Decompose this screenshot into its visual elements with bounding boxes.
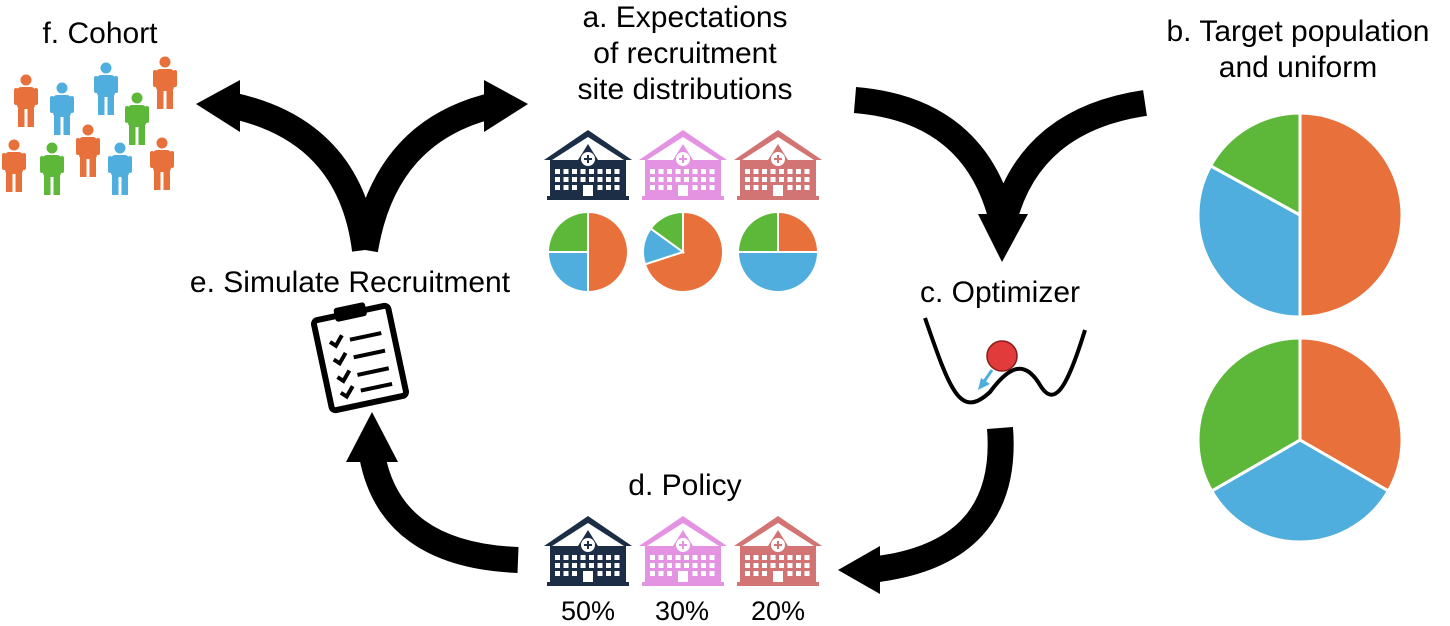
label-simulate: e. Simulate Recruitment (189, 266, 511, 299)
policy-hospital-site-2-icon (639, 516, 727, 586)
pie-slice-orange (587, 210, 629, 294)
optimizer-ball (986, 340, 1018, 372)
expectation-hospital-site-1-icon (544, 130, 632, 200)
pie-slice-orange (1298, 336, 1404, 494)
person-icon (40, 142, 64, 195)
pie-slice-green (1208, 111, 1302, 218)
arrowhead-expectations (484, 80, 528, 132)
person-icon (150, 137, 174, 190)
person-icon (94, 62, 118, 115)
label-expectations-line1: a. Expectations (582, 1, 788, 34)
arrow-expectations-to-optimizer (853, 87, 1015, 224)
label-expectations-line2: of recruitment (593, 37, 777, 70)
policy-hospital-site-3-icon (734, 516, 822, 586)
label-expectations-line3: site distributions (577, 73, 793, 106)
pie-site-2-expectation (642, 210, 724, 293)
pie-slice-green (1196, 336, 1302, 494)
arrow-policy-to-simulate (359, 452, 519, 573)
pie-charts (546, 111, 1404, 544)
arrowhead-cohort (196, 80, 240, 132)
arrows (227, 87, 1148, 583)
expectation-hospital-site-2-icon (639, 130, 727, 200)
arrow-target-to-optimizer (991, 90, 1148, 224)
arrow-optimizer-to-policy (868, 426, 1014, 583)
arrowhead-simulate (346, 412, 398, 462)
pie-target-population (1196, 111, 1404, 319)
cohort-people (2, 56, 177, 195)
label-policy: d. Policy (628, 469, 742, 502)
pie-uniform (1196, 336, 1404, 544)
pie-slice-blue (1196, 163, 1302, 319)
label-expectations: a. Expectations of recruitment site dist… (555, 0, 815, 108)
person-icon (153, 56, 177, 109)
arrow-simulate-to-cohort (227, 92, 378, 252)
expectation-hospitals (544, 130, 822, 200)
arrow-heads (196, 80, 1028, 594)
pie-slice-orange (777, 210, 820, 253)
policy-hospitals (544, 516, 822, 586)
person-icon (76, 124, 100, 177)
clipboard-icon (311, 302, 409, 414)
person-icon (50, 82, 74, 135)
policy-share-site-3: 20% (750, 596, 806, 626)
person-icon (14, 74, 38, 127)
pie-slice-green (546, 210, 589, 253)
label-cohort: f. Cohort (42, 17, 158, 50)
policy-hospital-site-1-icon (544, 516, 632, 586)
person-icon (125, 92, 149, 145)
pie-slice-green (736, 210, 779, 253)
arrowhead-policy (838, 546, 880, 594)
label-optimizer: c. Optimizer (919, 276, 1081, 309)
pie-slice-blue (1209, 438, 1391, 544)
policy-share-site-2: 30% (654, 596, 710, 626)
expectation-hospital-site-3-icon (734, 130, 822, 200)
label-target: b. Target population and uniform (1148, 14, 1448, 86)
pie-slice-blue (736, 251, 820, 293)
pie-slice-green (649, 210, 684, 254)
optimizer-curve-icon (923, 317, 1087, 405)
pie-slice-blue (546, 251, 589, 294)
label-target-line1: b. Target population (1166, 15, 1430, 48)
person-icon (108, 142, 132, 195)
arrowhead-optimizer (978, 214, 1028, 262)
label-target-line2: and uniform (1218, 51, 1378, 84)
pie-site-1-expectation (546, 210, 629, 294)
pie-slice-orange (1298, 111, 1404, 319)
person-icon (2, 139, 26, 192)
pie-site-3-expectation (736, 210, 820, 293)
policy-share-site-1: 50% (560, 596, 616, 626)
arrow-simulate-to-expectations (352, 92, 499, 253)
